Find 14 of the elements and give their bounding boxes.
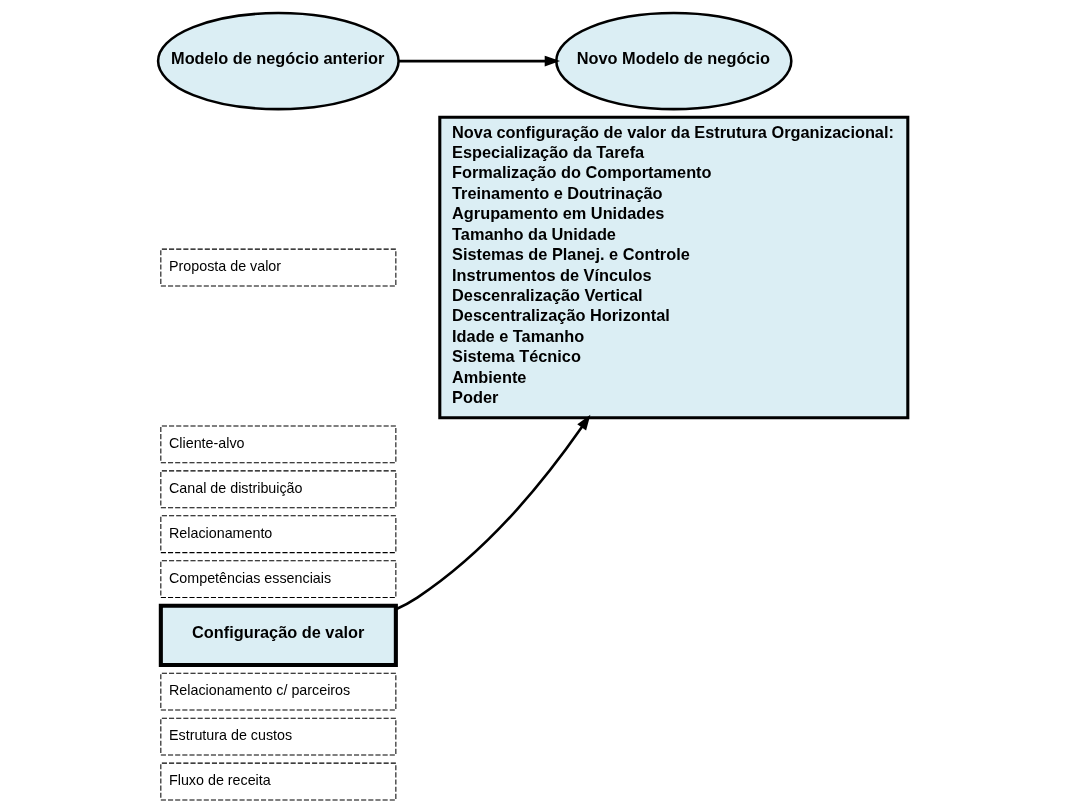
arrow (395, 414, 590, 610)
node-box: Canal de distribuição (159, 469, 396, 508)
node-box: Configuração de valor (158, 603, 398, 667)
node-box: Cliente-alvo (159, 424, 396, 463)
node-ellipse: Novo Modelo de negócio (554, 11, 793, 110)
node-box: Fluxo de receita (159, 762, 396, 800)
node-box: Competências essenciais (159, 559, 396, 598)
arrow (398, 55, 560, 66)
node-box: Nova configuração de valor da Estrutura Organizacional: Especialização da Tarefa Formalização do Comportamento Treinamento e Doutrinação Agrupamento em Unidades Tamanho da Unidade Sistemas de Planej. e Controle Instrumentos de Vínculos Descenralização Vertical Descentralização Horizontal Idade e Tamanho Sistema Técnico Ambiente Poder (437, 115, 909, 419)
node-box: Relacionamento c/ parceiros (159, 672, 396, 710)
node-ellipse: Modelo de negócio anterior (156, 11, 400, 110)
node-box: Proposta de valor (159, 248, 396, 286)
node-box: Relacionamento (159, 514, 396, 553)
node-box: Estrutura de custos (159, 717, 396, 755)
